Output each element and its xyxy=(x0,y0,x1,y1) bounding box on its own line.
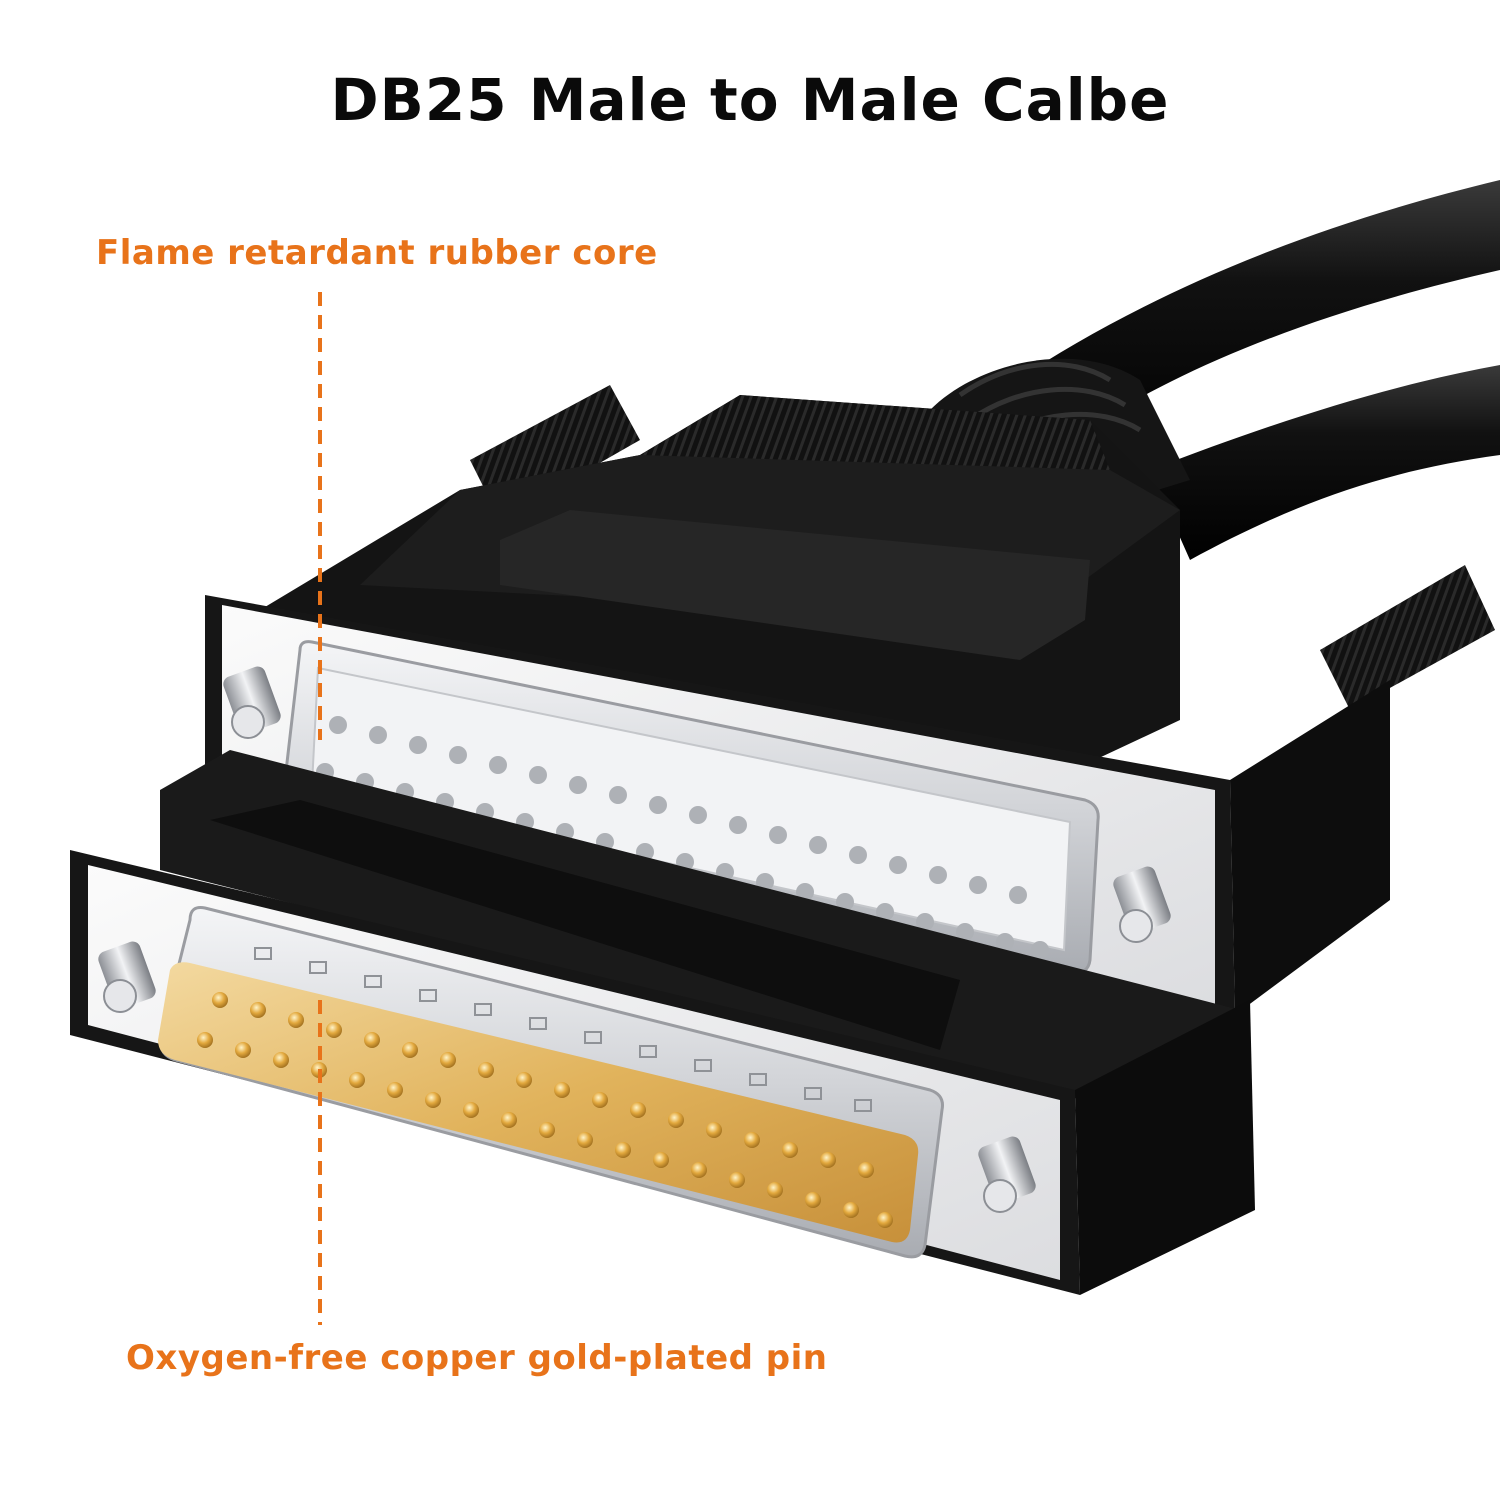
callout-gold-plated-pin: Oxygen-free copper gold-plated pin xyxy=(126,1338,828,1378)
female-connector xyxy=(205,395,1390,1015)
socket-holes xyxy=(316,716,1049,959)
page-title: DB25 Male to Male Calbe xyxy=(330,66,1170,134)
male-connector xyxy=(70,750,1255,1295)
screw-icon xyxy=(1113,866,1171,943)
shell-slots xyxy=(254,947,872,1112)
gold-pins xyxy=(197,992,893,1228)
thumb-screw-knob-right xyxy=(1320,565,1495,710)
cable-lower xyxy=(1150,365,1500,560)
callout-flame-retardant: Flame retardant rubber core xyxy=(96,233,658,273)
screw-icon xyxy=(98,941,156,1013)
screw-icon xyxy=(223,666,281,739)
screw-icon xyxy=(978,1136,1036,1213)
